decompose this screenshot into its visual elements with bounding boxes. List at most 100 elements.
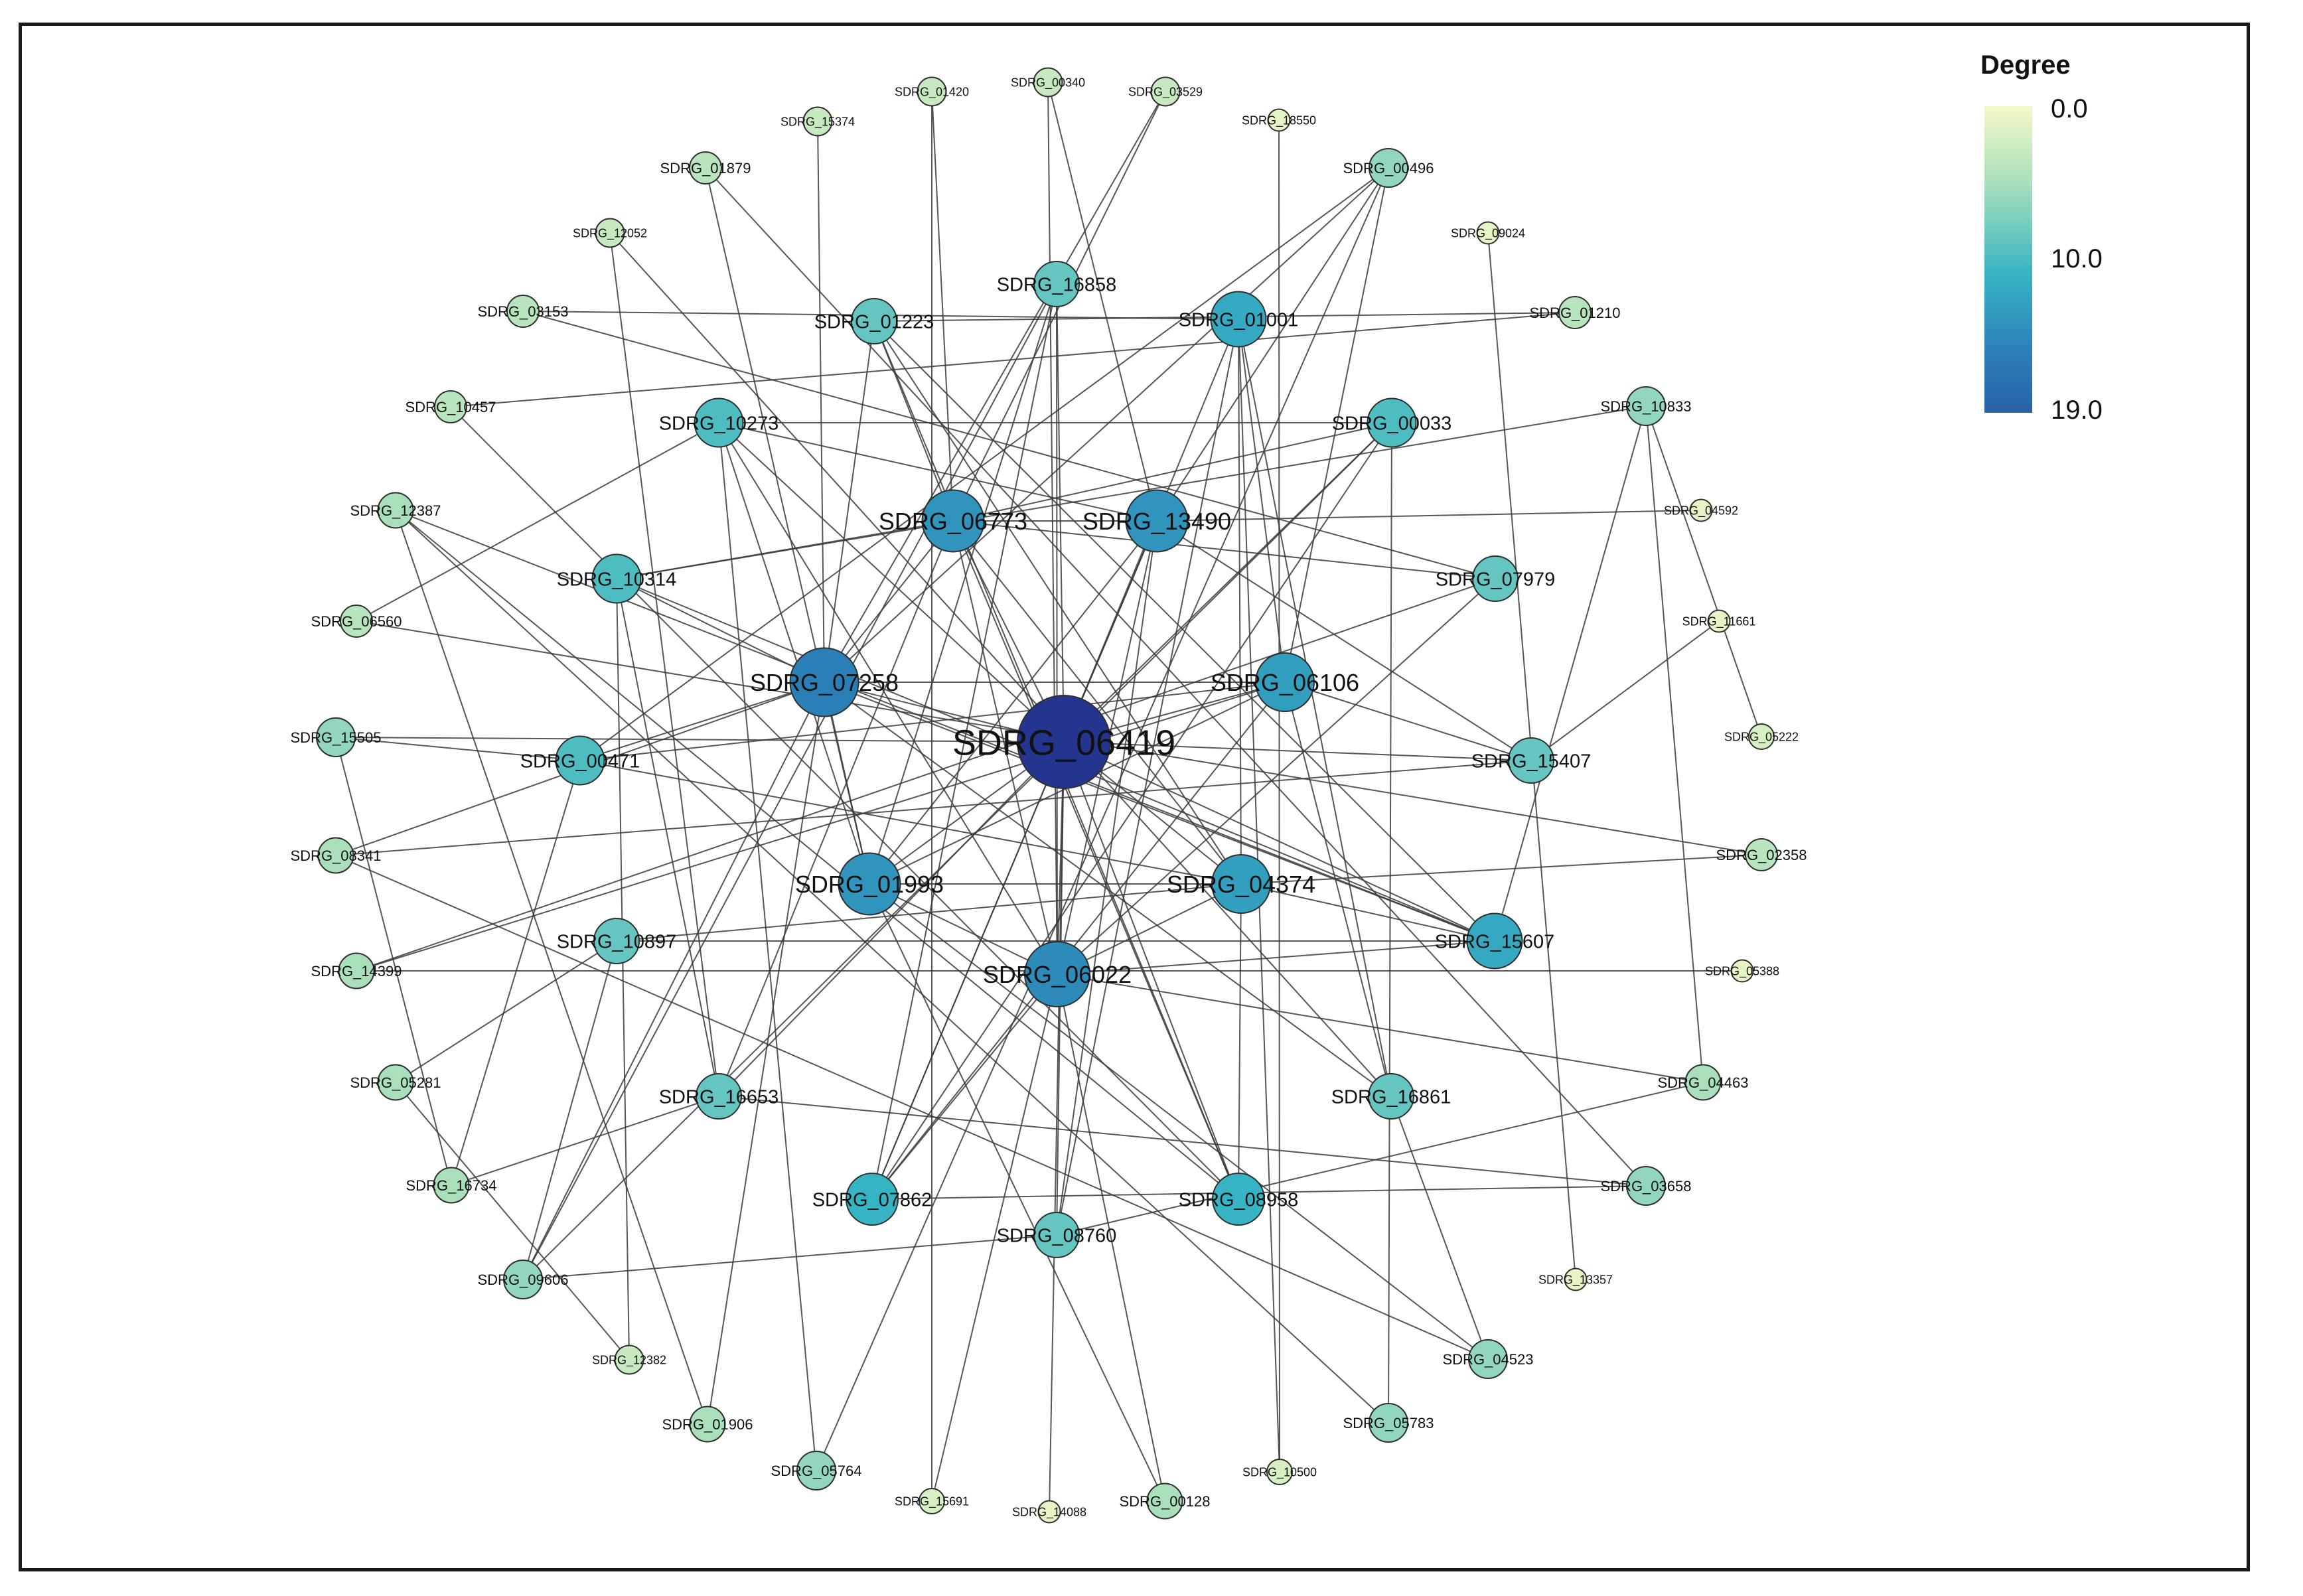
node-SDRG_01906: SDRG_01906	[662, 1406, 753, 1443]
node-circle	[503, 1260, 543, 1299]
node-SDRG_01879: SDRG_01879	[660, 151, 751, 184]
node-SDRG_00471: SDRG_00471	[520, 735, 640, 786]
node-SDRG_16734: SDRG_16734	[406, 1167, 496, 1204]
edge-SDRG_13490-SDRG_15407	[1156, 520, 1532, 761]
node-layer: SDRG_18550SDRG_09024SDRG_04592SDRG_11661…	[291, 67, 1807, 1524]
node-label: SDRG_00033	[1332, 413, 1452, 434]
node-circle	[433, 1167, 470, 1204]
edge-SDRG_13490-SDRG_00496	[1156, 167, 1389, 522]
node-circle	[614, 1344, 644, 1375]
edge-SDRG_13490-SDRG_10273	[718, 422, 1157, 522]
edge-SDRG_01993-SDRG_01879	[705, 167, 870, 885]
node-label: SDRG_04592	[1664, 504, 1738, 518]
node-circle	[591, 553, 642, 604]
node-circle	[377, 1064, 414, 1101]
node-label: SDRG_09024	[1451, 226, 1525, 240]
edge-SDRG_07258-SDRG_01906	[707, 682, 825, 1425]
node-label: SDRG_05783	[1343, 1415, 1434, 1431]
node-label: SDRG_01001	[1179, 309, 1299, 330]
node-SDRG_13357: SDRG_13357	[1538, 1268, 1613, 1291]
edge-SDRG_05281-SDRG_12382	[395, 1082, 630, 1360]
node-label: SDRG_01223	[814, 311, 934, 332]
edge-SDRG_15607-SDRG_12387	[395, 510, 1495, 942]
node-circle	[689, 151, 722, 184]
node-circle	[1125, 489, 1189, 553]
node-label: SDRG_06022	[983, 961, 1132, 988]
edge-SDRG_05783-SDRG_12387	[395, 510, 1389, 1423]
edge-SDRG_06773-SDRG_00033	[952, 422, 1392, 522]
node-circle	[1476, 221, 1500, 245]
edge-SDRG_06773-SDRG_01420	[931, 91, 954, 522]
node-label: SDRG_10457	[406, 399, 496, 415]
node-SDRG_08760: SDRG_08760	[997, 1212, 1116, 1258]
node-label: SDRG_10314	[557, 569, 677, 590]
edge-SDRG_16734-SDRG_15505	[335, 737, 452, 1186]
node-SDRG_13490: SDRG_13490	[1082, 489, 1231, 553]
node-circle	[317, 837, 354, 874]
node-SDRG_05281: SDRG_05281	[350, 1064, 441, 1101]
edge-SDRG_04374-SDRG_01223	[873, 321, 1242, 885]
node-circle	[1368, 1073, 1414, 1120]
edge-SDRG_00033-SDRG_05783	[1388, 422, 1392, 1423]
node-circle	[1033, 67, 1063, 98]
node-label: SDRG_05388	[1705, 964, 1779, 978]
node-label: SDRG_01210	[1530, 305, 1621, 321]
node-circle	[555, 735, 605, 786]
edge-SDRG_04374-SDRG_02358	[1240, 854, 1762, 885]
edge-SDRG_10314-SDRG_12382	[616, 578, 630, 1360]
legend-tick-min: 0.0	[2051, 94, 2088, 123]
node-label: SDRG_03529	[1128, 85, 1203, 99]
node-SDRG_03529: SDRG_03529	[1128, 76, 1203, 107]
node-SDRG_01993: SDRG_01993	[795, 852, 944, 916]
node-SDRG_06022: SDRG_06022	[983, 941, 1132, 1007]
node-circle	[1033, 261, 1080, 307]
node-label: SDRG_03153	[478, 303, 569, 320]
node-circle	[1266, 1459, 1293, 1485]
node-label: SDRG_04463	[1658, 1074, 1749, 1091]
legend-color-bar	[1984, 106, 2032, 413]
node-label: SDRG_00128	[1120, 1493, 1211, 1510]
edge-SDRG_07258-SDRG_09606	[522, 682, 825, 1280]
node-SDRG_08341: SDRG_08341	[291, 837, 381, 874]
edge-SDRG_01993-SDRG_10273	[718, 422, 870, 885]
node-circle	[1037, 1500, 1061, 1524]
edge-SDRG_06419-SDRG_16653	[718, 741, 1065, 1097]
edge-SDRG_16861-SDRG_12052	[609, 232, 1392, 1097]
edge-SDRG_04374-SDRG_15607	[1240, 883, 1495, 942]
node-SDRG_12382: SDRG_12382	[592, 1344, 666, 1375]
edge-SDRG_06106-SDRG_00496	[1284, 167, 1389, 683]
node-label: SDRG_14088	[1012, 1505, 1086, 1519]
node-circle	[434, 390, 467, 423]
node-SDRG_10457: SDRG_10457	[406, 390, 496, 423]
node-circle	[1146, 1483, 1183, 1520]
edge-SDRG_04523-SDRG_08341	[335, 855, 1489, 1360]
node-SDRG_15505: SDRG_15505	[291, 717, 381, 757]
node-label: SDRG_10833	[1601, 398, 1692, 415]
node-SDRG_16861: SDRG_16861	[1331, 1073, 1451, 1120]
edge-SDRG_07258-SDRG_01223	[824, 321, 875, 683]
node-circle	[1707, 609, 1731, 633]
node-SDRG_10273: SDRG_10273	[659, 398, 779, 448]
edge-SDRG_13490-SDRG_00340	[1047, 82, 1157, 522]
node-SDRG_15374: SDRG_15374	[780, 106, 855, 137]
node-circle	[1369, 148, 1408, 188]
node-SDRG_00033: SDRG_00033	[1332, 398, 1452, 448]
node-circle	[1684, 1064, 1722, 1101]
edge-SDRG_16653-SDRG_16734	[451, 1096, 719, 1186]
node-label: SDRG_15374	[780, 115, 855, 129]
node-label: SDRG_04374	[1167, 871, 1315, 898]
edge-SDRG_06419-SDRG_15505	[335, 737, 1065, 743]
node-circle	[1626, 386, 1666, 426]
edge-SDRG_16653-SDRG_12052	[609, 232, 719, 1097]
node-circle	[1508, 737, 1554, 784]
edge-SDRG_06022-SDRG_15691	[931, 974, 1058, 1502]
node-SDRG_04592: SDRG_04592	[1664, 498, 1738, 522]
node-label: SDRG_16653	[659, 1086, 779, 1108]
node-label: SDRG_06106	[1211, 669, 1359, 696]
edge-SDRG_08760-SDRG_04463	[1056, 1082, 1704, 1236]
node-SDRG_04374: SDRG_04374	[1167, 854, 1315, 914]
edge-SDRG_06106-SDRG_14399	[356, 682, 1286, 972]
node-circle	[802, 106, 833, 137]
edge-SDRG_13490-SDRG_08760	[1056, 520, 1157, 1236]
edge-SDRG_00471-SDRG_15505	[335, 737, 581, 761]
